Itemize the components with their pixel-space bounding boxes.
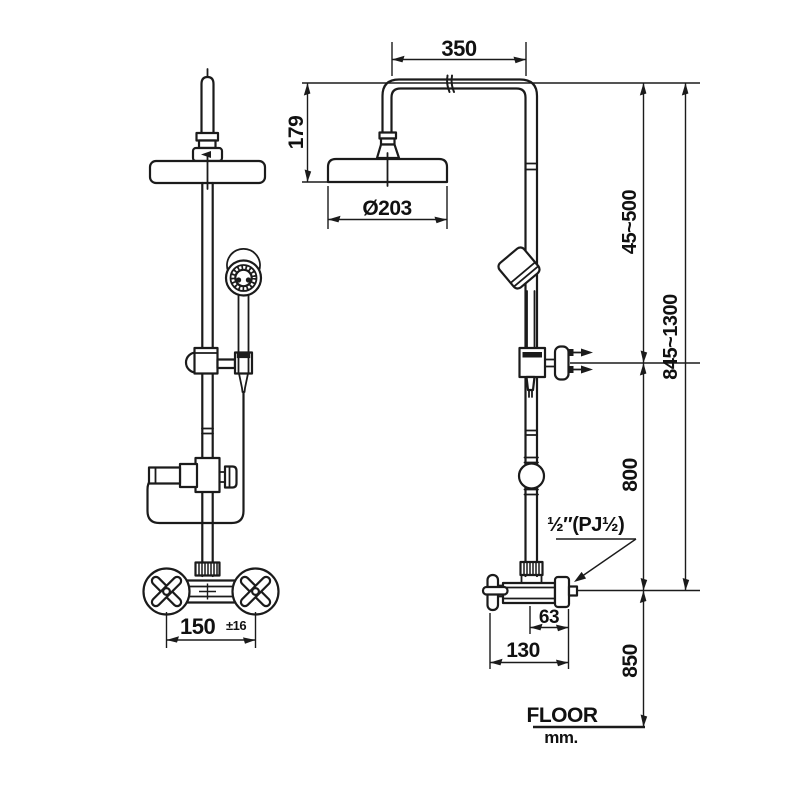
dim-head-diameter: Ø203 — [327, 186, 448, 229]
dim-height-adjust: 45~500 — [619, 83, 648, 363]
connector-nut-side — [519, 560, 544, 577]
dim-label-845-1300: 845~1300 — [660, 294, 682, 380]
valve-handle-right — [231, 567, 280, 616]
valve-handle-left — [142, 567, 191, 616]
pipe-union-side — [517, 456, 546, 496]
shower-head-side — [326, 152, 449, 187]
shower-arm-side — [375, 74, 539, 578]
front-view: 150 ±16 — [142, 68, 280, 648]
dim-label-350: 350 — [441, 36, 476, 61]
hand-shower-front — [224, 248, 263, 353]
floor-label: FLOOR — [527, 704, 598, 727]
dim-outlet-to-wall: 63 — [529, 606, 570, 634]
diverter-front — [147, 456, 238, 494]
units-label: mm. — [544, 728, 577, 747]
dim-faucet-centers: 150 ±16 — [165, 612, 257, 648]
dim-label-130: 130 — [506, 639, 540, 662]
wall-bracket-side — [518, 345, 570, 398]
riser-pipe-front — [201, 181, 214, 578]
dim-overall-height: 845~1300 — [660, 83, 690, 591]
dim-label-63: 63 — [539, 607, 559, 628]
dim-handle-to-wall: 130 — [489, 613, 570, 669]
mixer-valve-side — [481, 573, 579, 612]
slide-bracket-front — [184, 346, 254, 393]
dim-arm-width: 350 — [391, 36, 527, 76]
dim-head-drop: 179 — [285, 83, 312, 182]
dim-riser-height: 800 — [619, 363, 648, 591]
dim-label-150-tol: ±16 — [226, 618, 246, 633]
dim-label-179: 179 — [285, 116, 308, 150]
dim-label-203: Ø203 — [362, 197, 411, 220]
connection-label: ½″(PJ½) — [547, 514, 624, 536]
connector-nut-front — [194, 561, 221, 577]
side-view — [326, 74, 593, 612]
dim-label-850: 850 — [619, 644, 642, 678]
hand-shower-side — [497, 246, 541, 350]
riser-pipe-top-front — [191, 68, 224, 163]
dim-valve-to-floor: 850 — [619, 590, 648, 727]
shower-head-front — [148, 154, 267, 190]
dimension-annotations: 350 179 Ø203 45~500 — [285, 36, 700, 747]
dim-label-45-500: 45~500 — [619, 189, 641, 254]
dim-label-150: 150 — [180, 614, 215, 639]
floor-annotation: FLOOR mm. — [527, 704, 645, 747]
dim-label-800: 800 — [619, 458, 642, 492]
connection-callout: ½″(PJ½) — [547, 514, 637, 582]
wall-flange-screws — [568, 348, 593, 374]
